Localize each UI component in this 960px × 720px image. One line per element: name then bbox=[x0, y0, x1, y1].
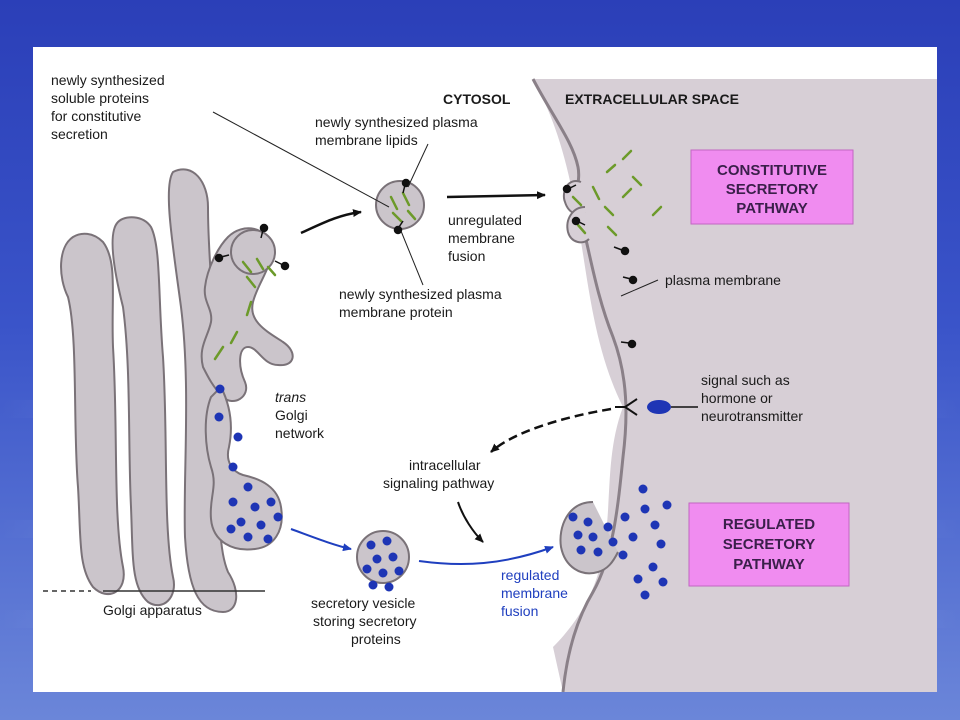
signaling-pathway-arrow-lower bbox=[457, 501, 484, 543]
soluble-label-3: for constitutive bbox=[51, 108, 141, 124]
budding-arrow bbox=[300, 209, 362, 235]
lipids-label-1: newly synthesized plasma bbox=[315, 114, 478, 130]
regulated-fusion-label-2: membrane bbox=[501, 585, 568, 601]
regulated-box-line-2: SECRETORY bbox=[723, 536, 816, 553]
plasma-membrane-label: plasma membrane bbox=[665, 272, 781, 288]
trans-golgi-label-1: trans bbox=[275, 389, 306, 405]
intracellular-label-1: intracellular bbox=[409, 457, 481, 473]
receptor bbox=[615, 398, 638, 416]
secretory-vesicle-label-1: secretory vesicle bbox=[311, 595, 415, 611]
signaling-pathway-arrow bbox=[490, 407, 612, 453]
regulated-box-line-1: REGULATED bbox=[723, 516, 815, 533]
budding-vesicle bbox=[230, 229, 276, 275]
constitutive-vesicle bbox=[375, 180, 425, 230]
soluble-label-2: soluble proteins bbox=[51, 90, 149, 106]
regulated-fusion-arrow bbox=[418, 545, 554, 566]
regulated-transport-arrow bbox=[290, 528, 352, 552]
diagram-panel: CONSTITUTIVE SECRETORY PATHWAY REGULATED… bbox=[33, 47, 937, 692]
unregulated-label-2: membrane bbox=[448, 230, 515, 246]
unregulated-label-1: unregulated bbox=[448, 212, 522, 228]
signal-molecule bbox=[647, 400, 671, 414]
extracellular-label: EXTRACELLULAR SPACE bbox=[565, 91, 739, 107]
signal-label-2: hormone or bbox=[701, 390, 773, 406]
trans-golgi-label-3: network bbox=[275, 425, 325, 441]
cytosol-label: CYTOSOL bbox=[443, 91, 511, 107]
constitutive-box-line-3: PATHWAY bbox=[736, 200, 807, 217]
regulated-fusion-label-1: regulated bbox=[501, 567, 559, 583]
unregulated-label-3: fusion bbox=[448, 248, 485, 264]
lipids-label-2: membrane lipids bbox=[315, 132, 418, 148]
constitutive-pathway-box bbox=[690, 149, 854, 225]
membrane-protein-pins bbox=[214, 178, 638, 349]
unregulated-fusion-arrow bbox=[446, 191, 546, 200]
trans-golgi-label-2: Golgi bbox=[275, 407, 308, 423]
secretory-vesicle-label-2: storing secretory bbox=[313, 613, 416, 629]
secretory-protein-dots bbox=[214, 384, 672, 600]
soluble-label-4: secretion bbox=[51, 126, 108, 142]
secretory-pathway-diagram: CONSTITUTIVE SECRETORY PATHWAY REGULATED… bbox=[43, 72, 937, 692]
constitutive-box-line-2: SECRETORY bbox=[726, 181, 819, 198]
leader-lines bbox=[212, 111, 659, 297]
golgi-apparatus bbox=[60, 168, 294, 614]
soluble-label-1: newly synthesized bbox=[51, 72, 165, 88]
secretory-vesicle-label-3: proteins bbox=[351, 631, 401, 647]
golgi-apparatus-label: Golgi apparatus bbox=[103, 602, 202, 618]
plasma-membrane bbox=[531, 78, 628, 692]
regulated-box-line-3: PATHWAY bbox=[733, 556, 804, 573]
intracellular-label-2: signaling pathway bbox=[383, 475, 494, 491]
constitutive-box-line-1: CONSTITUTIVE bbox=[717, 162, 827, 179]
regulated-fusion-label-3: fusion bbox=[501, 603, 538, 619]
membrane-protein-label-2: membrane protein bbox=[339, 304, 453, 320]
signal-label-3: neurotransmitter bbox=[701, 408, 803, 424]
membrane-protein-label-1: newly synthesized plasma bbox=[339, 286, 502, 302]
regulated-pathway-box bbox=[688, 502, 850, 587]
signal-label-1: signal such as bbox=[701, 372, 790, 388]
soluble-protein-rods bbox=[213, 149, 663, 361]
